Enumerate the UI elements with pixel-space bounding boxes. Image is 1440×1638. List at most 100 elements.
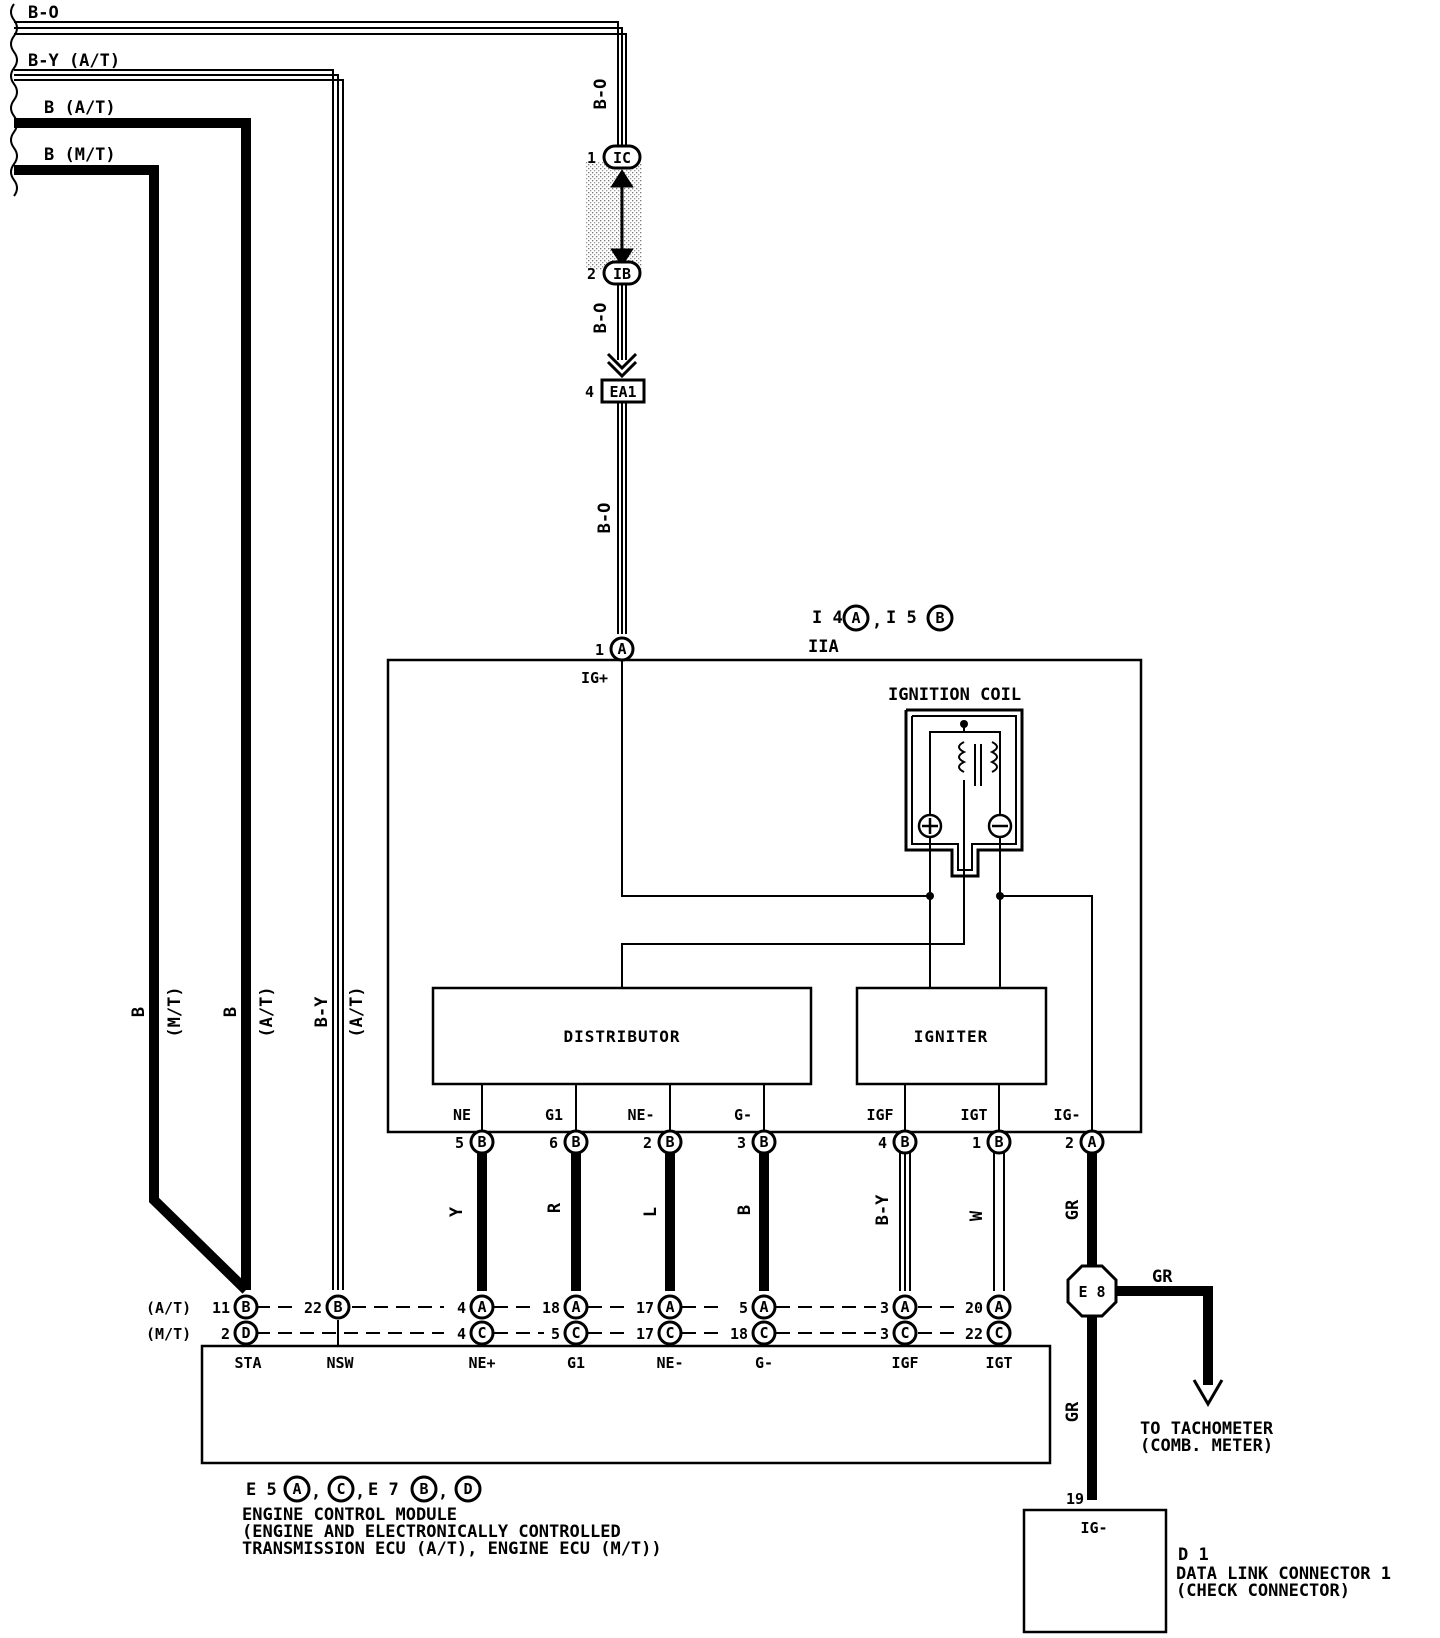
row-at-label: (A/T)	[146, 1299, 191, 1317]
svg-text:A: A	[617, 640, 626, 658]
svg-text:3: 3	[737, 1134, 746, 1152]
svg-text:C: C	[759, 1324, 768, 1342]
svg-text:A: A	[759, 1298, 768, 1316]
wire-label-b-at-left-note: (A/T)	[257, 986, 277, 1037]
svg-text:IGT: IGT	[985, 1354, 1012, 1372]
svg-text:4: 4	[457, 1325, 466, 1343]
svg-text:2: 2	[643, 1134, 652, 1152]
ignition-coil-title: IGNITION COIL	[888, 685, 1021, 705]
wire-label-ne: Y	[447, 1206, 467, 1217]
double-arrow	[610, 169, 634, 267]
ecm-title-1: ENGINE CONTROL MODULE	[242, 1505, 457, 1525]
svg-text:A: A	[994, 1298, 1003, 1316]
svg-text:C: C	[665, 1324, 674, 1342]
svg-text:6: 6	[549, 1134, 558, 1152]
svg-text:A: A	[292, 1480, 301, 1498]
wire-igm-gr	[1087, 1153, 1213, 1500]
bo-chevron	[606, 352, 638, 379]
wire-label-bo-top: B-O	[28, 3, 59, 23]
svg-text:EA1: EA1	[609, 383, 636, 401]
svg-text:I 5: I 5	[886, 608, 917, 628]
svg-text:I 4: I 4	[812, 608, 843, 628]
wire-label-b-mt: B (M/T)	[44, 145, 116, 165]
svg-text:1: 1	[595, 641, 604, 659]
svg-text:3: 3	[880, 1325, 889, 1343]
svg-text:,: ,	[355, 1482, 365, 1502]
igplus-pin: 1 A	[595, 636, 635, 662]
coil-positive-terminal	[917, 813, 943, 839]
svg-text:B: B	[900, 1133, 909, 1151]
ecm-title-2: (ENGINE AND ELECTRONICALLY CONTROLLED	[242, 1522, 621, 1542]
svg-text:NE-: NE-	[627, 1106, 654, 1124]
svg-text:G1: G1	[567, 1354, 585, 1372]
wire-label-by-left-note: (A/T)	[347, 986, 367, 1037]
wire-break-marks	[10, 3, 18, 197]
distributor-label: DISTRIBUTOR	[564, 1027, 681, 1046]
svg-text:A: A	[571, 1298, 580, 1316]
ecm-at-pins: 11 B 22 B 4 A 18 A 17 A 5 A 3 A 20 A	[212, 1294, 1012, 1320]
svg-text:E 8: E 8	[1078, 1283, 1105, 1301]
internal-wiring	[621, 660, 1093, 1132]
wire-label-by-left: B-Y	[312, 996, 332, 1027]
dlc-line-1: DATA LINK CONNECTOR 1	[1176, 1564, 1391, 1584]
ib-connector: IB 2	[587, 260, 642, 286]
svg-text:E 7: E 7	[368, 1480, 399, 1500]
svg-text:4: 4	[457, 1299, 466, 1317]
svg-text:G-: G-	[734, 1106, 752, 1124]
svg-text:A: A	[900, 1298, 909, 1316]
ecm-row-dashes	[256, 1306, 960, 1334]
svg-text:4: 4	[878, 1134, 887, 1152]
svg-text:17: 17	[636, 1325, 654, 1343]
ignition-ref: I 4 A , I 5 B	[812, 604, 954, 632]
svg-text:G-: G-	[755, 1354, 773, 1372]
ignition-pins: NE G1 NE- G- IGF IGT IG- 5 B 6 B 2 B 3 B…	[453, 1106, 1105, 1155]
igniter-label: IGNITER	[914, 1027, 988, 1046]
svg-text:IGF: IGF	[891, 1354, 918, 1372]
svg-text:3: 3	[880, 1299, 889, 1317]
svg-text:B: B	[994, 1133, 1003, 1151]
svg-text:IG-: IG-	[1053, 1106, 1080, 1124]
e8-junction: E 8	[1066, 1264, 1118, 1318]
row-mt-label: (M/T)	[146, 1325, 191, 1343]
svg-text:C: C	[994, 1324, 1003, 1342]
svg-text:5: 5	[455, 1134, 464, 1152]
wire-label-bo-1: B-O	[591, 79, 611, 110]
svg-text:NSW: NSW	[326, 1354, 354, 1372]
svg-text:C: C	[571, 1324, 580, 1342]
svg-text:5: 5	[739, 1299, 748, 1317]
svg-text:E 5: E 5	[246, 1480, 277, 1500]
ecm-terminals: STA NSW NE+ G1 NE- G- IGF IGT	[234, 1354, 1012, 1372]
svg-text:B: B	[759, 1133, 768, 1151]
ea1-pin-number: 4	[585, 383, 594, 401]
wire-label-gr-right: GR	[1152, 1267, 1173, 1287]
wire-label-igm: GR	[1063, 1199, 1083, 1220]
svg-text:11: 11	[212, 1299, 230, 1317]
wire-label-b-mt-left: B	[129, 1007, 149, 1017]
svg-text:1: 1	[972, 1134, 981, 1152]
svg-text:B: B	[935, 609, 944, 627]
wire-label-bo-2: B-O	[591, 303, 611, 334]
svg-text:IC: IC	[613, 149, 631, 167]
svg-text:5: 5	[551, 1325, 560, 1343]
svg-text:D: D	[463, 1480, 472, 1498]
wire-label-nem: L	[641, 1207, 661, 1217]
svg-text:18: 18	[730, 1325, 748, 1343]
svg-text:2: 2	[221, 1325, 230, 1343]
tach-arrow	[1192, 1379, 1224, 1407]
wire-igt-w	[993, 1153, 1005, 1291]
svg-text:22: 22	[965, 1325, 983, 1343]
igplus-label: IG+	[581, 669, 608, 687]
svg-text:STA: STA	[234, 1354, 261, 1372]
wire-label-b-at-left: B	[221, 1007, 241, 1017]
svg-text:D: D	[241, 1324, 250, 1342]
svg-text:,: ,	[438, 1482, 448, 1502]
svg-text:IB: IB	[613, 265, 631, 283]
dlc-id: D 1	[1178, 1545, 1209, 1565]
svg-text:C: C	[336, 1480, 345, 1498]
ic-pin-number: 1	[587, 149, 596, 167]
svg-text:20: 20	[965, 1299, 983, 1317]
svg-text:NE-: NE-	[656, 1354, 683, 1372]
svg-text:B: B	[665, 1133, 674, 1151]
igniter-box	[855, 986, 1048, 1086]
wire-b-mt	[14, 165, 250, 1294]
